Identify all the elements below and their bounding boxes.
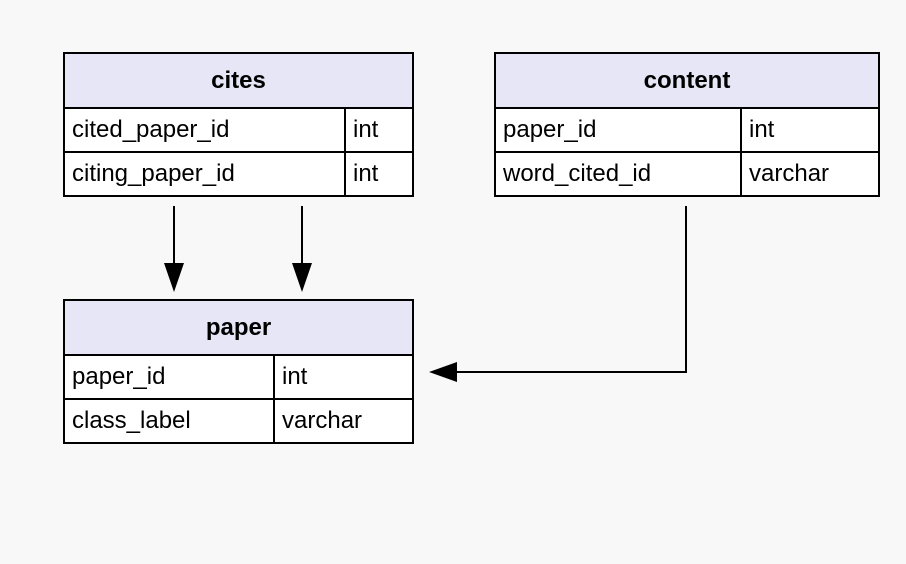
connector-content-to-paper [429,206,687,382]
arrowhead-icon [164,263,184,292]
connector-citing-paper-to-paper [292,206,312,292]
table-paper[interactable]: paper paper_id int class_label varchar [63,299,414,444]
column-type: int [740,107,880,153]
column-name: paper_id [494,107,742,153]
table-row[interactable]: cited_paper_id int [63,107,414,153]
column-name: paper_id [63,354,275,400]
column-name: citing_paper_id [63,151,346,197]
column-name: cited_paper_id [63,107,346,153]
connector-cited-paper-to-paper [164,206,184,292]
table-header[interactable]: content [494,52,880,109]
column-type: varchar [273,398,414,444]
table-cites[interactable]: cites cited_paper_id int citing_paper_id… [63,52,414,197]
table-row[interactable]: citing_paper_id int [63,151,414,197]
arrowhead-icon [429,362,457,382]
column-type: int [344,151,414,197]
table-row[interactable]: word_cited_id varchar [494,151,880,197]
column-type: int [344,107,414,153]
arrowhead-icon [292,263,312,292]
table-row[interactable]: paper_id int [494,107,880,153]
table-header[interactable]: cites [63,52,414,109]
table-row[interactable]: paper_id int [63,354,414,400]
column-name: word_cited_id [494,151,742,197]
table-content[interactable]: content paper_id int word_cited_id varch… [494,52,880,197]
table-row[interactable]: class_label varchar [63,398,414,444]
column-name: class_label [63,398,275,444]
table-header[interactable]: paper [63,299,414,356]
column-type: int [273,354,414,400]
column-type: varchar [740,151,880,197]
